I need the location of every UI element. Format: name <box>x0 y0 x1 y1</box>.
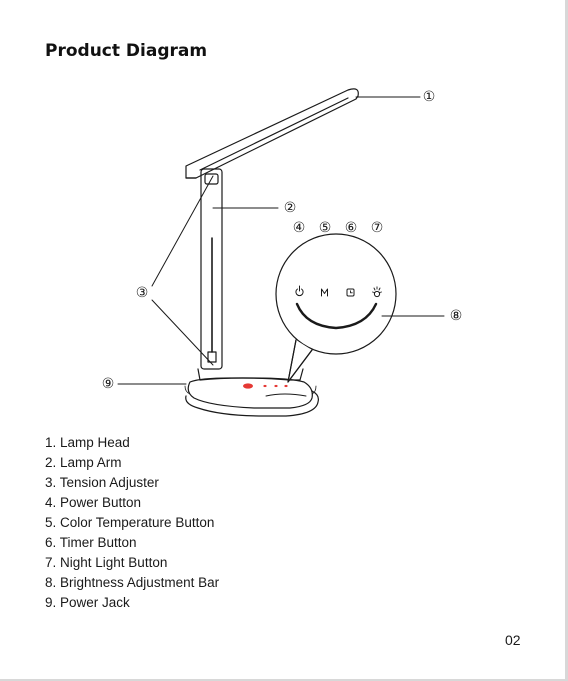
page-number: 02 <box>505 632 521 648</box>
part-item-power-jack: 9. Power Jack <box>45 593 219 613</box>
part-item-timer-button: 6. Timer Button <box>45 533 219 553</box>
timer-icon <box>347 289 354 296</box>
callout-3: ③ <box>136 285 149 301</box>
part-item-night-light-button: 7. Night Light Button <box>45 553 219 573</box>
base-indicator-dots <box>243 383 288 388</box>
lamp-arm <box>201 169 222 369</box>
lamp-base <box>185 369 318 416</box>
night-light-icon <box>373 287 382 297</box>
part-item-color-temperature-button: 5. Color Temperature Button <box>45 513 219 533</box>
leader-lines <box>118 97 444 384</box>
callout-5: ⑤ <box>319 220 332 236</box>
callout-4: ④ <box>293 220 306 236</box>
callout-9: ⑨ <box>102 376 115 392</box>
callout-8: ⑧ <box>450 308 463 324</box>
callout-6: ⑥ <box>345 220 358 236</box>
part-item-power-button: 4. Power Button <box>45 493 219 513</box>
control-panel-zoom <box>276 234 396 382</box>
lamp-diagram: ① ② ③ ④ ⑤ ⑥ ⑦ ⑧ ⑨ <box>0 0 568 430</box>
part-item-lamp-arm: 2. Lamp Arm <box>45 453 219 473</box>
callout-1: ① <box>423 89 436 105</box>
part-item-brightness-adjustment-bar: 8. Brightness Adjustment Bar <box>45 573 219 593</box>
color-temperature-icon <box>322 289 328 296</box>
callout-2: ② <box>284 200 297 216</box>
power-icon <box>296 286 303 296</box>
part-item-lamp-head: 1. Lamp Head <box>45 433 219 453</box>
callout-7: ⑦ <box>371 220 384 236</box>
part-item-tension-adjuster: 3. Tension Adjuster <box>45 473 219 493</box>
parts-list: 1. Lamp Head 2. Lamp Arm 3. Tension Adju… <box>45 433 219 613</box>
lamp-head <box>186 89 358 178</box>
